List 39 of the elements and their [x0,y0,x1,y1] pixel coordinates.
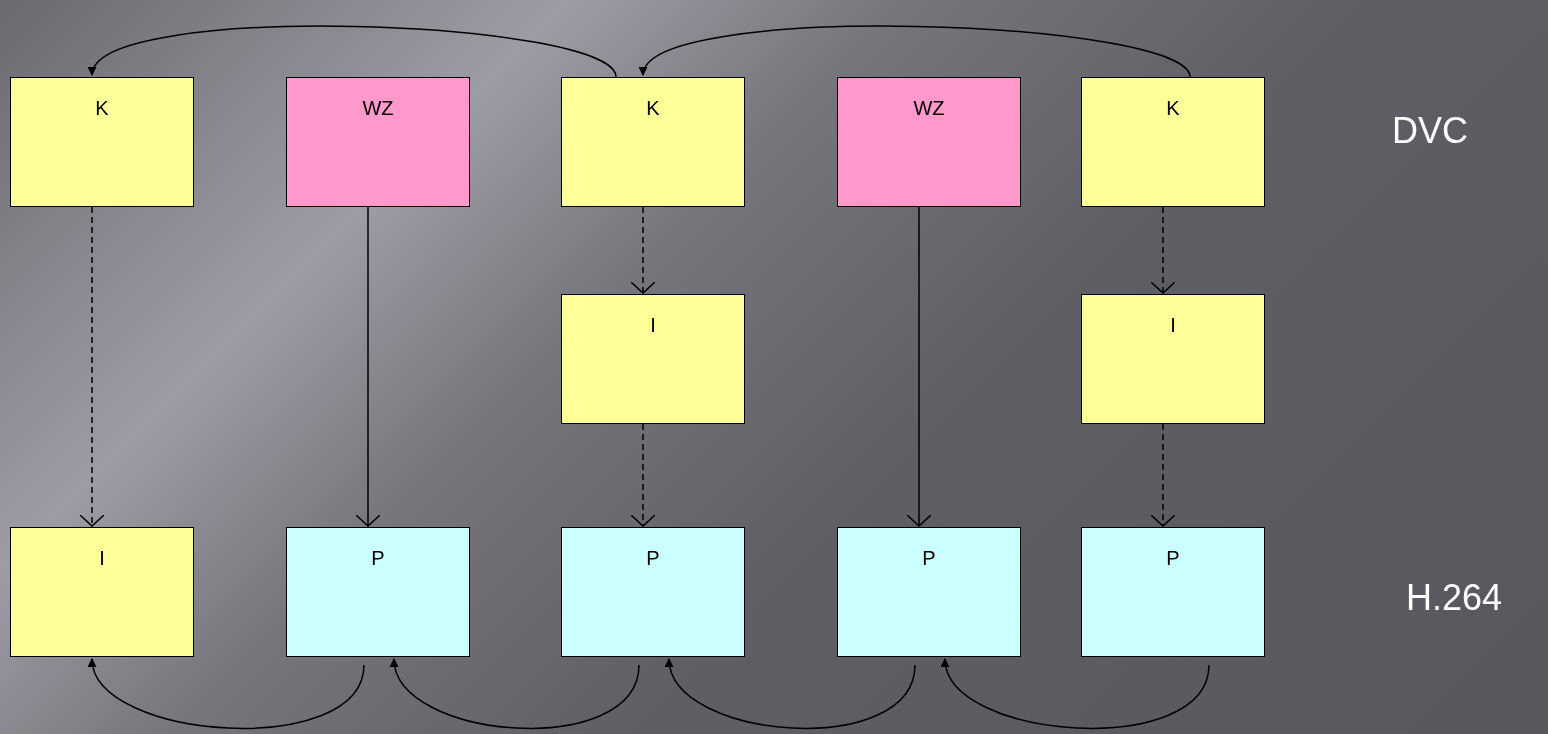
frame-label: K [646,98,660,118]
frame-label: WZ [913,98,945,118]
frame-box [561,294,745,424]
frame-label: K [95,98,109,118]
arrow [666,658,916,729]
frame-box [561,527,745,657]
frame-box [10,527,194,657]
frame-box [561,77,745,207]
frame-label: WZ [362,98,394,118]
arrow [1150,423,1176,527]
arrow [79,206,105,527]
frame-label: I [650,315,656,335]
frame-box [837,527,1021,657]
arrow [1150,206,1176,294]
frame-label: K [1166,98,1180,118]
frame-box [1081,527,1265,657]
frame-box [286,77,470,207]
frame-box [837,77,1021,207]
frame-label: P [646,548,660,568]
frame-label: I [1170,315,1176,335]
frame-box [10,77,194,207]
frame-label: P [1166,548,1180,568]
codec-label: DVC [1392,113,1468,149]
arrow [355,206,381,527]
frame-box [1081,294,1265,424]
arrow [91,25,617,78]
arrow [906,206,932,527]
arrow [391,658,640,729]
codec-label: H.264 [1406,580,1503,616]
arrow [942,658,1210,729]
frame-label: I [99,548,105,568]
arrow [642,25,1191,78]
frame-label: P [371,548,385,568]
frame-label: P [922,548,936,568]
arrow [89,658,365,729]
arrow [630,206,656,294]
frame-box [1081,77,1265,207]
frame-box [286,527,470,657]
arrow [630,423,656,527]
